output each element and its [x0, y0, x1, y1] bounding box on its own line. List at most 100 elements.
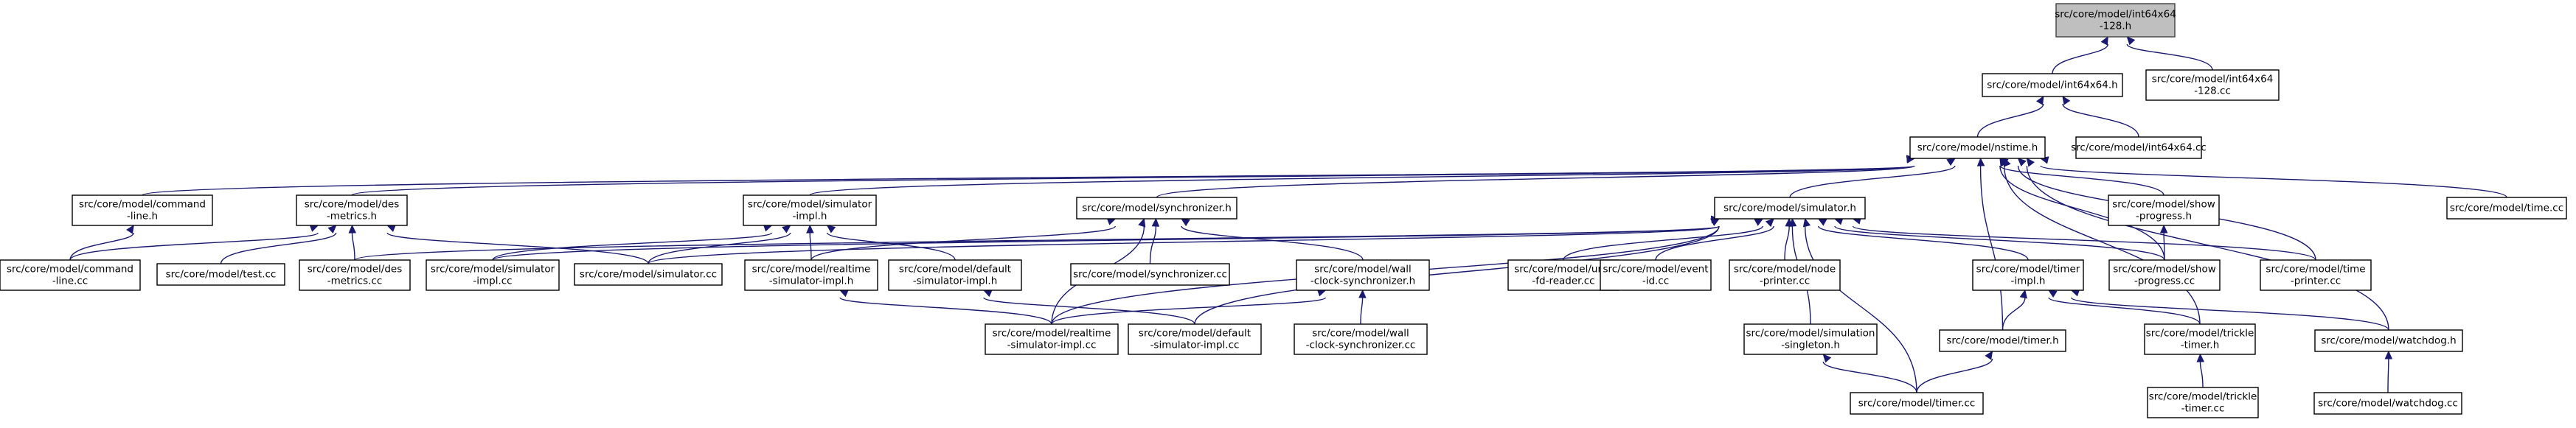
file-node-show-progress-h[interactable]: src/core/model/show-progress.h — [2108, 194, 2220, 226]
file-node-label: -timer.cc — [2181, 403, 2225, 415]
file-node-command-line-cc[interactable]: src/core/model/command-line.cc — [0, 259, 141, 291]
file-node-label: -line.cc — [52, 276, 88, 287]
file-node-des-metrics-h[interactable]: src/core/model/des-metrics.h — [296, 194, 408, 226]
file-node-time-cc[interactable]: src/core/model/time.cc — [2446, 197, 2567, 220]
file-node-timer-h[interactable]: src/core/model/timer.h — [1939, 329, 2066, 352]
file-node-simulator-impl-h[interactable]: src/core/model/simulator-impl.h — [743, 194, 877, 226]
include-edge-n3-n32 — [2003, 157, 2201, 325]
file-node-simulator-impl-cc[interactable]: src/core/model/simulator-impl.cc — [426, 259, 560, 291]
file-node-realtime-simulator-impl-cc[interactable]: src/core/model/realtime-simulator-impl.c… — [985, 323, 1119, 355]
file-node-watchdog-h[interactable]: src/core/model/watchdog.h — [2314, 329, 2463, 352]
edge-line — [1976, 103, 2044, 138]
include-edge-n10-n25 — [2159, 224, 2168, 261]
file-node-command-line-h[interactable]: src/core/model/command-line.h — [72, 194, 213, 226]
edge-line — [351, 232, 355, 261]
edges-layer — [69, 35, 2507, 393]
edge-line — [354, 225, 1720, 261]
file-node-box — [1714, 197, 1866, 220]
file-node-test-cc[interactable]: src/core/model/test.cc — [156, 263, 285, 286]
file-node-label: src/core/model/int64x64 — [2152, 74, 2274, 85]
include-edge-n31-n34 — [1916, 350, 1993, 393]
file-node-box — [2108, 259, 2221, 291]
file-node-default-simulator-impl-h[interactable]: src/core/model/default-simulator-impl.h — [888, 259, 1022, 291]
edge-line — [983, 297, 1195, 325]
file-node-label: src/core/model/simulator — [748, 199, 872, 211]
file-node-label: src/core/model/time — [2266, 264, 2365, 276]
edge-line — [2126, 43, 2213, 71]
file-node-wall-clock-synchronizer-h[interactable]: src/core/model/wall-clock-synchronizer.h — [1296, 259, 1430, 291]
edge-arrowhead — [2062, 95, 2071, 105]
file-node-event-id-cc[interactable]: src/core/model/event-id.cc — [1600, 259, 1712, 291]
file-node-time-printer-cc[interactable]: src/core/model/time-printer.cc — [2260, 259, 2372, 291]
file-node-box — [1296, 259, 1430, 291]
edge-arrowhead — [2384, 350, 2393, 359]
include-edge-n24-n31 — [2002, 289, 2027, 331]
include-edge-n3-n10 — [1999, 158, 2164, 196]
edge-line — [1181, 225, 1364, 261]
file-node-label: -128.cc — [2194, 85, 2231, 97]
file-node-simulation-singleton-h[interactable]: src/core/model/simulation-singleton.h — [1743, 323, 1878, 355]
file-node-wall-clock-synchronizer-cc[interactable]: src/core/model/wall-clock-synchronizer.c… — [1294, 323, 1428, 355]
file-node-box — [1909, 136, 2046, 159]
file-node-unix-fd-reader-cc[interactable]: src/core/model/unix-fd-reader.cc — [1507, 259, 1619, 291]
file-node-simulator-h[interactable]: src/core/model/simulator.h — [1714, 197, 1866, 220]
file-node-box — [2260, 259, 2372, 291]
file-node-box — [2313, 392, 2462, 415]
file-node-box — [1972, 259, 2084, 291]
include-edge-n17-n27 — [839, 290, 1052, 325]
edge-line — [492, 225, 1720, 261]
edge-line — [648, 232, 791, 264]
edge-arrowhead — [2196, 353, 2205, 362]
file-node-box — [2075, 136, 2202, 159]
include-edge-n1-n4 — [2062, 95, 2139, 138]
file-node-int64x64-128-h[interactable]: src/core/model/int64x64-128.h — [2055, 3, 2176, 38]
file-node-simulator-cc[interactable]: src/core/model/simulator.cc — [574, 263, 723, 286]
file-node-label: -simulator-impl.cc — [1007, 340, 1097, 351]
file-node-timer-impl-h[interactable]: src/core/model/timer-impl.h — [1972, 259, 2084, 291]
include-edge-n3-n25 — [1999, 157, 2165, 261]
file-node-nstime-h[interactable]: src/core/model/nstime.h — [1909, 136, 2046, 159]
include-edge-n3-n11 — [2039, 156, 2507, 198]
file-node-node-printer-cc[interactable]: src/core/model/node-printer.cc — [1729, 259, 1841, 291]
file-node-synchronizer-cc[interactable]: src/core/model/synchronizer.cc — [1070, 263, 1230, 286]
file-node-trickle-timer-cc[interactable]: src/core/model/trickle-timer.cc — [2147, 387, 2259, 418]
file-node-synchronizer-h[interactable]: src/core/model/synchronizer.h — [1076, 197, 1237, 220]
edge-arrowhead — [1151, 217, 1160, 227]
edge-line — [1360, 297, 1364, 325]
file-node-default-simulator-impl-cc[interactable]: src/core/model/default-simulator-impl.cc — [1128, 323, 1262, 355]
file-node-timer-cc[interactable]: src/core/model/timer.cc — [1850, 392, 1984, 415]
edge-arrowhead — [1817, 218, 1827, 226]
file-node-label: -progress.cc — [2134, 276, 2195, 287]
file-node-box — [1128, 323, 1262, 355]
edge-line — [1999, 165, 2164, 196]
file-node-int64x64-128-cc[interactable]: src/core/model/int64x64-128.cc — [2145, 69, 2280, 101]
file-node-show-progress-cc[interactable]: src/core/model/show-progress.cc — [2108, 259, 2221, 291]
file-node-box — [1743, 323, 1878, 355]
include-edge-n18-n28 — [982, 290, 1195, 325]
file-node-box — [2147, 387, 2259, 418]
file-node-label: src/core/model/command — [79, 199, 206, 211]
edge-arrowhead — [782, 225, 791, 234]
file-node-int64x64-h[interactable]: src/core/model/int64x64.h — [1982, 73, 2123, 97]
file-node-watchdog-cc[interactable]: src/core/model/watchdog.cc — [2313, 392, 2462, 415]
edge-arrowhead — [1985, 350, 1993, 360]
file-node-trickle-timer-h[interactable]: src/core/model/trickle-timer.h — [2144, 323, 2256, 355]
file-node-realtime-simulator-impl-h[interactable]: src/core/model/realtime-simulator-impl.h — [744, 259, 878, 291]
nodes-layer: src/core/model/int64x64-128.h src/core/mo… — [0, 3, 2567, 418]
file-node-des-metrics-cc[interactable]: src/core/model/des-metrics.cc — [299, 259, 411, 291]
file-node-box — [1729, 259, 1841, 291]
file-node-label: src/core/model/timer — [1976, 264, 2080, 276]
file-node-label: -impl.h — [2011, 276, 2046, 287]
include-edge-n8-n19 — [1149, 217, 1160, 264]
edge-line — [1804, 225, 1917, 393]
include-edge-n7-n16 — [648, 225, 791, 264]
include-edge-n9-n15 — [492, 215, 1721, 261]
file-node-label: src/core/model/default — [899, 264, 1011, 276]
file-node-label: src/core/model/simulation — [1746, 328, 1875, 340]
include-edge-n20-n29 — [1358, 289, 1367, 325]
file-node-int64x64-cc[interactable]: src/core/model/int64x64.cc — [2071, 136, 2207, 159]
file-node-label: src/core/model/int64x64.h — [1987, 80, 2117, 91]
file-node-box — [743, 194, 877, 226]
file-node-box — [1070, 263, 1230, 286]
edge-arrowhead — [1999, 157, 2007, 167]
